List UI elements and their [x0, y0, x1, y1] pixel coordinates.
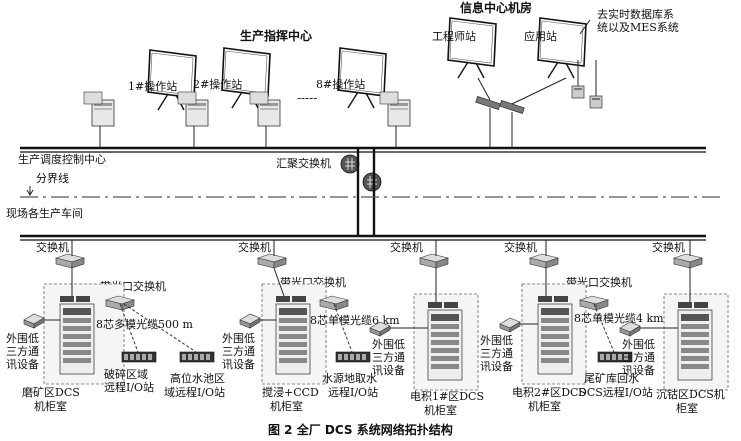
third-party-device-1	[23, 313, 45, 329]
station-1-label: 1#操作站	[128, 79, 177, 93]
water-rio-icon	[335, 351, 371, 363]
svg-text:讯设备: 讯设备	[480, 359, 513, 373]
server-icon-1	[571, 85, 585, 99]
room-leach-label-2: 机柜室	[270, 399, 303, 413]
field-switch-label-2: 交换机	[238, 240, 271, 254]
cable-single-4-label: 8芯单模光缆4 km	[574, 311, 664, 325]
room-leach-label-1: 搅浸+CCD	[262, 385, 319, 399]
info-center-label: 信息中心机房	[460, 0, 532, 15]
svg-text:三方通: 三方通	[222, 344, 255, 358]
tank-rio-icon	[179, 351, 215, 363]
water-label-2: 远程I/O站	[328, 385, 378, 399]
production-center-label: 生产指挥中心	[240, 28, 312, 43]
third-party-label-3: 外围低 三方通 讯设备	[372, 338, 405, 377]
third-party-device-2	[239, 313, 261, 329]
svg-text:外围低: 外围低	[480, 334, 513, 347]
field-switch-label-5: 交换机	[652, 240, 685, 254]
room-ew1-label-1: 电积1#区DCS	[410, 390, 484, 403]
realtime-db-label-2: 统以及MES系统	[597, 21, 679, 34]
svg-text:外围低: 外围低	[622, 338, 655, 351]
tank-label-1: 高位水池区	[170, 371, 225, 385]
dispatch-center-label: 生产调度控制中心	[18, 152, 106, 166]
app-station-label: 应用站	[524, 29, 557, 43]
info-switches	[475, 96, 525, 114]
third-party-label-4: 外围低 三方通 讯设备	[480, 334, 513, 373]
room-grind-label-1: 磨矿区DCS	[22, 386, 80, 399]
db-arrow	[579, 19, 591, 35]
engineer-station: 工程师站	[432, 17, 497, 79]
room-grind-label-2: 机柜室	[34, 399, 67, 413]
svg-text:讯设备: 讯设备	[6, 357, 39, 371]
svg-text:讯设备: 讯设备	[372, 363, 405, 377]
station-2-label: 2#操作站	[193, 77, 242, 91]
svg-text:外围低: 外围低	[222, 332, 255, 345]
workshops-label: 现场各生产车间	[6, 206, 83, 220]
tank-label-2: 域远程I/O站	[164, 385, 225, 399]
core-switch-icon-2	[362, 172, 382, 192]
room-ew2-label-1: 电积2#区DCS	[512, 386, 586, 399]
room-ew2-label-2: 机柜室	[528, 399, 561, 413]
svg-text:讯设备: 讯设备	[622, 363, 655, 377]
area-switches	[55, 253, 703, 269]
room-settle-label-2: 柜室	[676, 401, 698, 415]
tailing-label-1: 尾矿库回水	[584, 372, 639, 385]
field-switch-label-4: 交换机	[504, 240, 537, 254]
realtime-db-label-1: 去实时数据库系	[597, 7, 674, 21]
crush-label-1: 破碎区域	[104, 367, 148, 381]
core-switch-label: 汇聚交换机	[276, 156, 331, 170]
svg-text:三方通: 三方通	[622, 350, 655, 364]
third-party-label-2: 外围低 三方通 讯设备	[222, 332, 255, 371]
figure-caption: 图 2 全厂 DCS 系统网络拓扑结构	[268, 422, 453, 437]
core-switch-icon-1	[340, 154, 360, 174]
engineer-station-label: 工程师站	[432, 29, 476, 43]
svg-text:三方通: 三方通	[6, 344, 39, 358]
svg-text:三方通: 三方通	[480, 346, 513, 360]
boundary-label: 分界线	[36, 171, 69, 185]
tailing-label-2: DCS远程I/O站	[578, 385, 653, 399]
third-party-label-1: 外围低 三方通 讯设备	[6, 332, 39, 371]
svg-text:讯设备: 讯设备	[222, 357, 255, 371]
svg-text:外围低: 外围低	[372, 338, 405, 351]
field-switch-label-1: 交换机	[36, 240, 69, 254]
rack-switches	[60, 296, 708, 308]
cable-multi-label: 8芯多模光缆500 m	[96, 317, 193, 331]
svg-text:外围低: 外围低	[6, 332, 39, 345]
water-label-1: 水源地取水	[322, 371, 377, 385]
third-party-label-5: 外围低 三方通 讯设备	[622, 338, 655, 377]
room-settle-label-1: 沉钴区DCS机	[656, 387, 725, 401]
station-ellipsis: -----	[297, 91, 317, 105]
app-station: 应用站	[524, 17, 587, 79]
crush-label-2: 远程I/O站	[104, 380, 154, 394]
field-switch-label-3: 交换机	[390, 240, 423, 254]
crush-rio-icon	[121, 351, 157, 363]
room-ew1-label-2: 机柜室	[424, 403, 457, 417]
third-party-device-4	[499, 317, 521, 333]
server-icon-2	[589, 95, 603, 109]
operator-station-2: 2#操作站	[177, 47, 281, 127]
operator-station-8: 8#操作站	[316, 47, 411, 127]
svg-text:三方通: 三方通	[372, 350, 405, 364]
station-8-label: 8#操作站	[316, 77, 365, 91]
operator-station-1: 1#操作站	[83, 49, 197, 127]
